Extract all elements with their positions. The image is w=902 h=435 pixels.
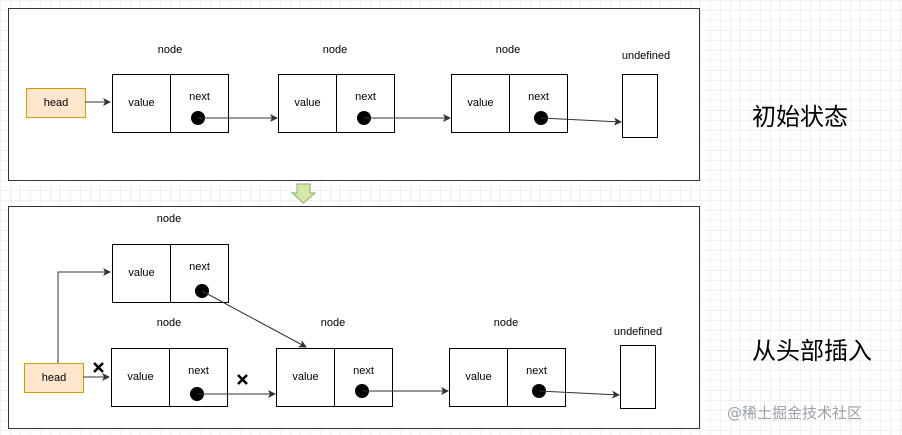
- next-label: next: [188, 365, 209, 377]
- undefined-box: [622, 74, 658, 138]
- node-label-1: node: [157, 44, 183, 56]
- new-node: value next: [112, 244, 229, 303]
- list-node-2: value next: [276, 348, 393, 407]
- next-label: next: [526, 365, 547, 377]
- new-node-to-node2-arrow: [201, 290, 307, 348]
- head-pointer-box: head: [24, 363, 84, 393]
- next-label: next: [528, 91, 549, 103]
- undefined-box: [620, 345, 656, 409]
- head-label: head: [41, 372, 67, 384]
- head-insert-caption: 从头部插入: [752, 337, 872, 365]
- initial-state-caption: 初始状态: [752, 103, 848, 131]
- undefined-label: undefined: [613, 326, 663, 338]
- node3-to-undefined-arrow: [538, 390, 620, 399]
- value-label: value: [294, 97, 321, 109]
- next-cell: next: [170, 75, 228, 132]
- node-label-1: node: [156, 317, 182, 329]
- transition-down-arrow: [290, 183, 317, 204]
- head-label: head: [43, 97, 69, 109]
- next-cell: next: [336, 75, 394, 132]
- watermark: @稀土掘金技术社区: [727, 404, 863, 422]
- next-cell: next: [507, 349, 565, 406]
- next-label: next: [353, 365, 374, 377]
- next-cell: next: [169, 349, 227, 406]
- next-label: next: [355, 91, 376, 103]
- value-label: value: [465, 371, 492, 383]
- value-label: value: [128, 97, 155, 109]
- head-to-new-node-arrow: [57, 268, 111, 363]
- value-cell: value: [450, 349, 507, 406]
- head-pointer-box: head: [26, 88, 86, 118]
- list-node-1: value next: [111, 348, 228, 407]
- value-cell: value: [452, 75, 509, 132]
- next-cell: next: [170, 245, 228, 302]
- list-node-2: value next: [278, 74, 395, 133]
- value-label: value: [128, 267, 155, 279]
- value-label: value: [467, 97, 494, 109]
- cut-mark-icon: [237, 374, 248, 385]
- node-label-3: node: [493, 317, 519, 329]
- undefined-label: undefined: [621, 50, 671, 62]
- new-node-label: node: [156, 213, 182, 225]
- node3-to-undefined-arrow: [540, 117, 622, 126]
- value-cell: value: [279, 75, 336, 132]
- next-label: next: [189, 261, 210, 273]
- next-cell: next: [509, 75, 567, 132]
- next-label: next: [189, 91, 210, 103]
- next-cell: next: [334, 349, 392, 406]
- value-cell: value: [112, 349, 169, 406]
- list-node-3: value next: [449, 348, 566, 407]
- list-node-1: value next: [112, 74, 229, 133]
- value-cell: value: [113, 245, 170, 302]
- value-label: value: [127, 371, 154, 383]
- list-node-3: value next: [451, 74, 568, 133]
- cut-mark-icon: [93, 362, 104, 373]
- value-label: value: [292, 371, 319, 383]
- value-cell: value: [277, 349, 334, 406]
- node-label-2: node: [320, 317, 346, 329]
- value-cell: value: [113, 75, 170, 132]
- node-label-3: node: [495, 44, 521, 56]
- node-label-2: node: [322, 44, 348, 56]
